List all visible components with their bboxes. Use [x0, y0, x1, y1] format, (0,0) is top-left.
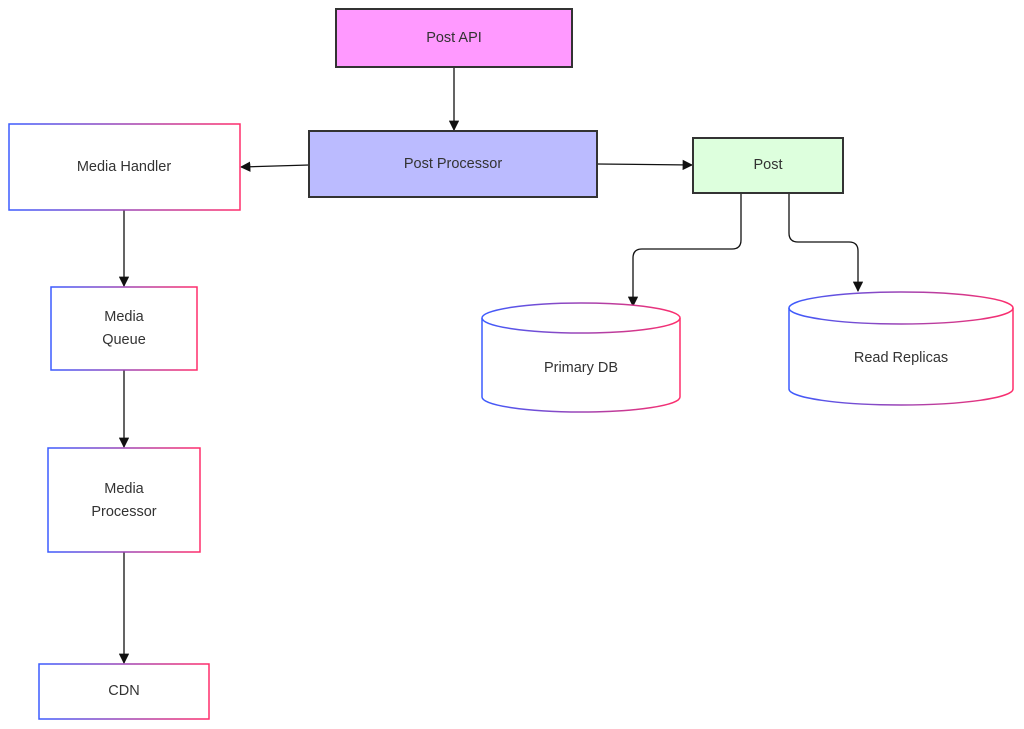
read-replicas-label: Read Replicas — [854, 350, 948, 366]
post-box — [692, 137, 844, 194]
node-media-queue[interactable]: Media Queue — [50, 286, 198, 371]
media-queue-label-line2: Queue — [102, 332, 146, 348]
media-processor-box — [47, 447, 201, 553]
media-queue-label-line1: Media — [104, 309, 144, 325]
edge-post-processor-to-media-handler — [239, 161, 310, 172]
node-media-handler[interactable]: Media Handler — [8, 123, 241, 211]
media-handler-label: Media Handler — [77, 159, 171, 175]
edge-post-to-primary-db — [627, 193, 742, 308]
edge-post-to-read-replicas — [788, 193, 864, 293]
media-processor-label-line2: Processor — [91, 504, 156, 520]
node-read-replicas[interactable]: Read Replicas — [788, 291, 1014, 406]
post-processor-label: Post Processor — [404, 156, 502, 172]
media-queue-box — [50, 286, 198, 371]
post-processor-box — [308, 130, 598, 198]
cdn-label: CDN — [108, 683, 139, 699]
node-post-processor[interactable]: Post Processor — [308, 130, 598, 198]
cdn-box — [38, 663, 210, 720]
node-media-processor[interactable]: Media Processor — [47, 447, 201, 553]
post-label: Post — [753, 157, 782, 173]
read-replicas-cylinder-top — [788, 291, 1014, 325]
primary-db-cylinder-top — [481, 302, 681, 334]
node-post-api[interactable]: Post API — [335, 8, 573, 68]
primary-db-label: Primary DB — [544, 360, 618, 376]
read-replicas-cylinder-body — [788, 308, 1014, 406]
media-handler-box — [8, 123, 241, 211]
media-processor-label-line1: Media — [104, 481, 144, 497]
node-post[interactable]: Post — [692, 137, 844, 194]
post-api-label: Post API — [426, 30, 482, 46]
primary-db-cylinder-body — [481, 318, 681, 413]
node-primary-db[interactable]: Primary DB — [481, 302, 681, 413]
edges — [118, 67, 864, 665]
edge-post-processor-to-post — [596, 159, 694, 171]
post-api-box — [335, 8, 573, 68]
node-cdn[interactable]: CDN — [38, 663, 210, 720]
